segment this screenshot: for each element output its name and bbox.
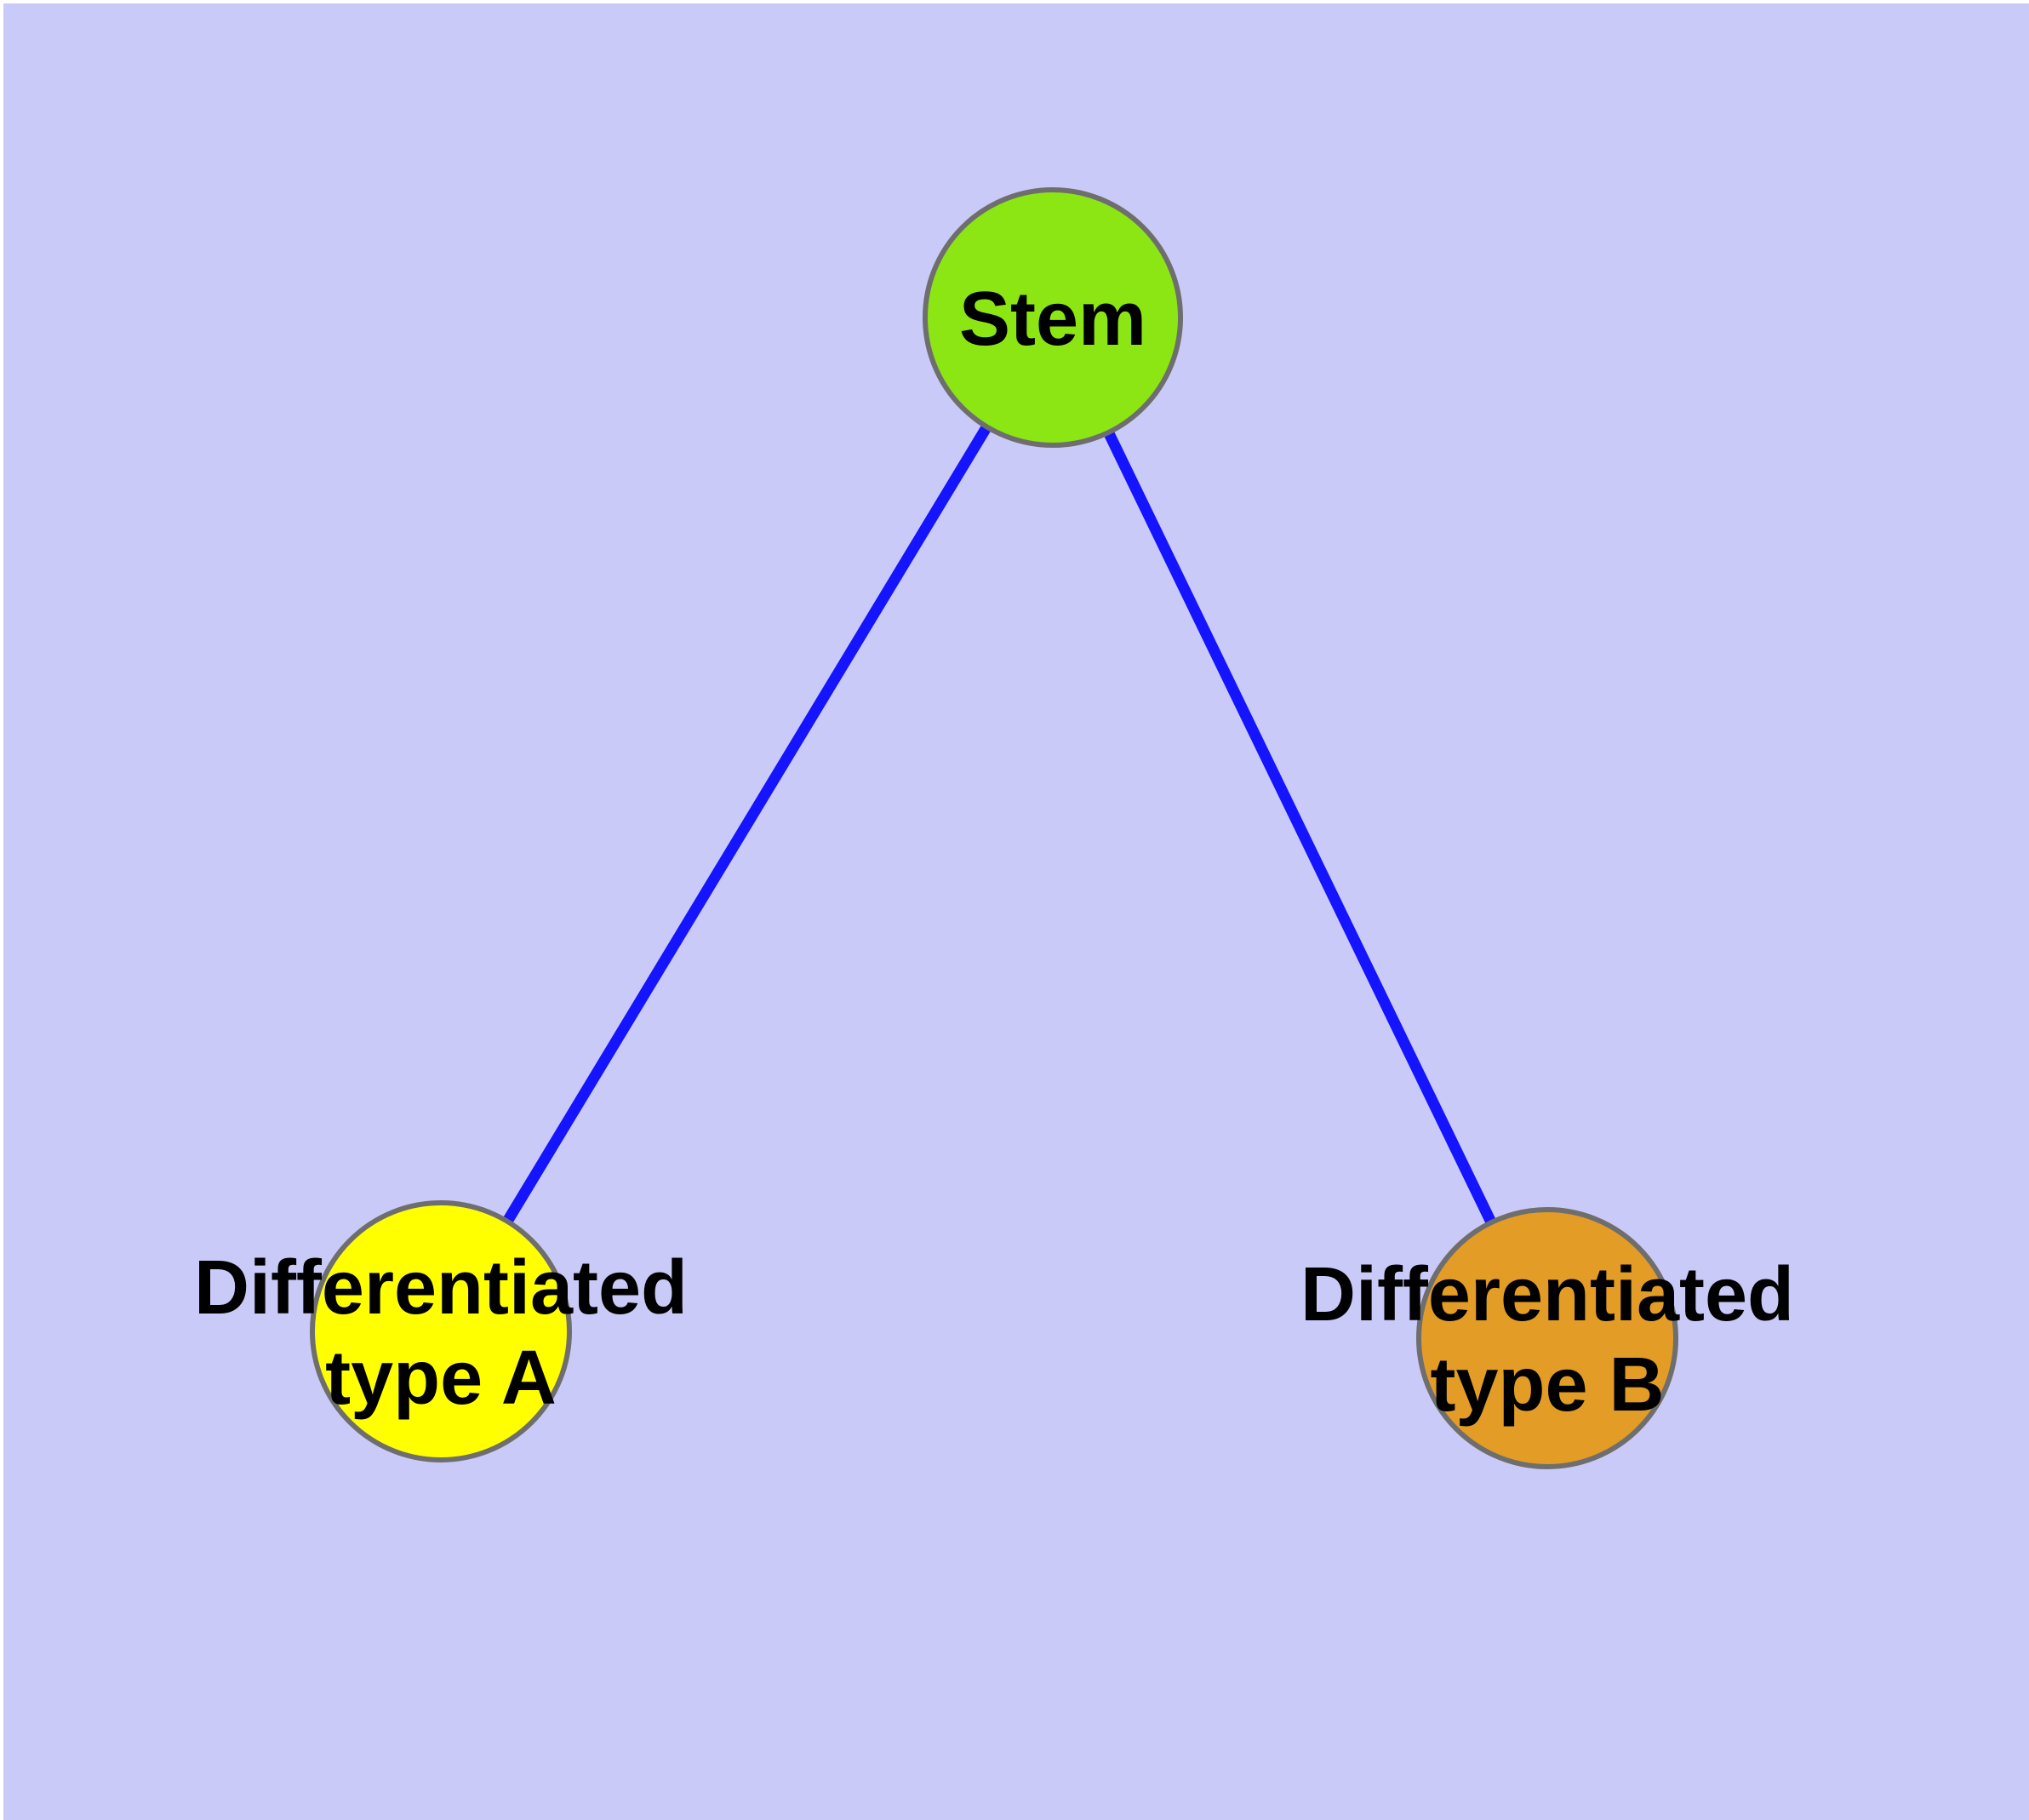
- node-stem-label: Stem: [959, 277, 1146, 362]
- node-stem: [923, 187, 1183, 448]
- edge-stem-to-type-b: [1048, 315, 1552, 1341]
- node-type-b-label-line-1: Differentiated: [1300, 1252, 1794, 1337]
- edge-stem-to-type-a: [436, 314, 1058, 1335]
- node-type-a-label-line-2: type A: [325, 1336, 557, 1421]
- node-type-a-label-line-1: Differentiated: [194, 1245, 688, 1331]
- node-differentiated-type-a: [310, 1200, 572, 1462]
- node-differentiated-type-b: [1416, 1207, 1678, 1469]
- node-type-b-label-line-2: type B: [1430, 1342, 1664, 1428]
